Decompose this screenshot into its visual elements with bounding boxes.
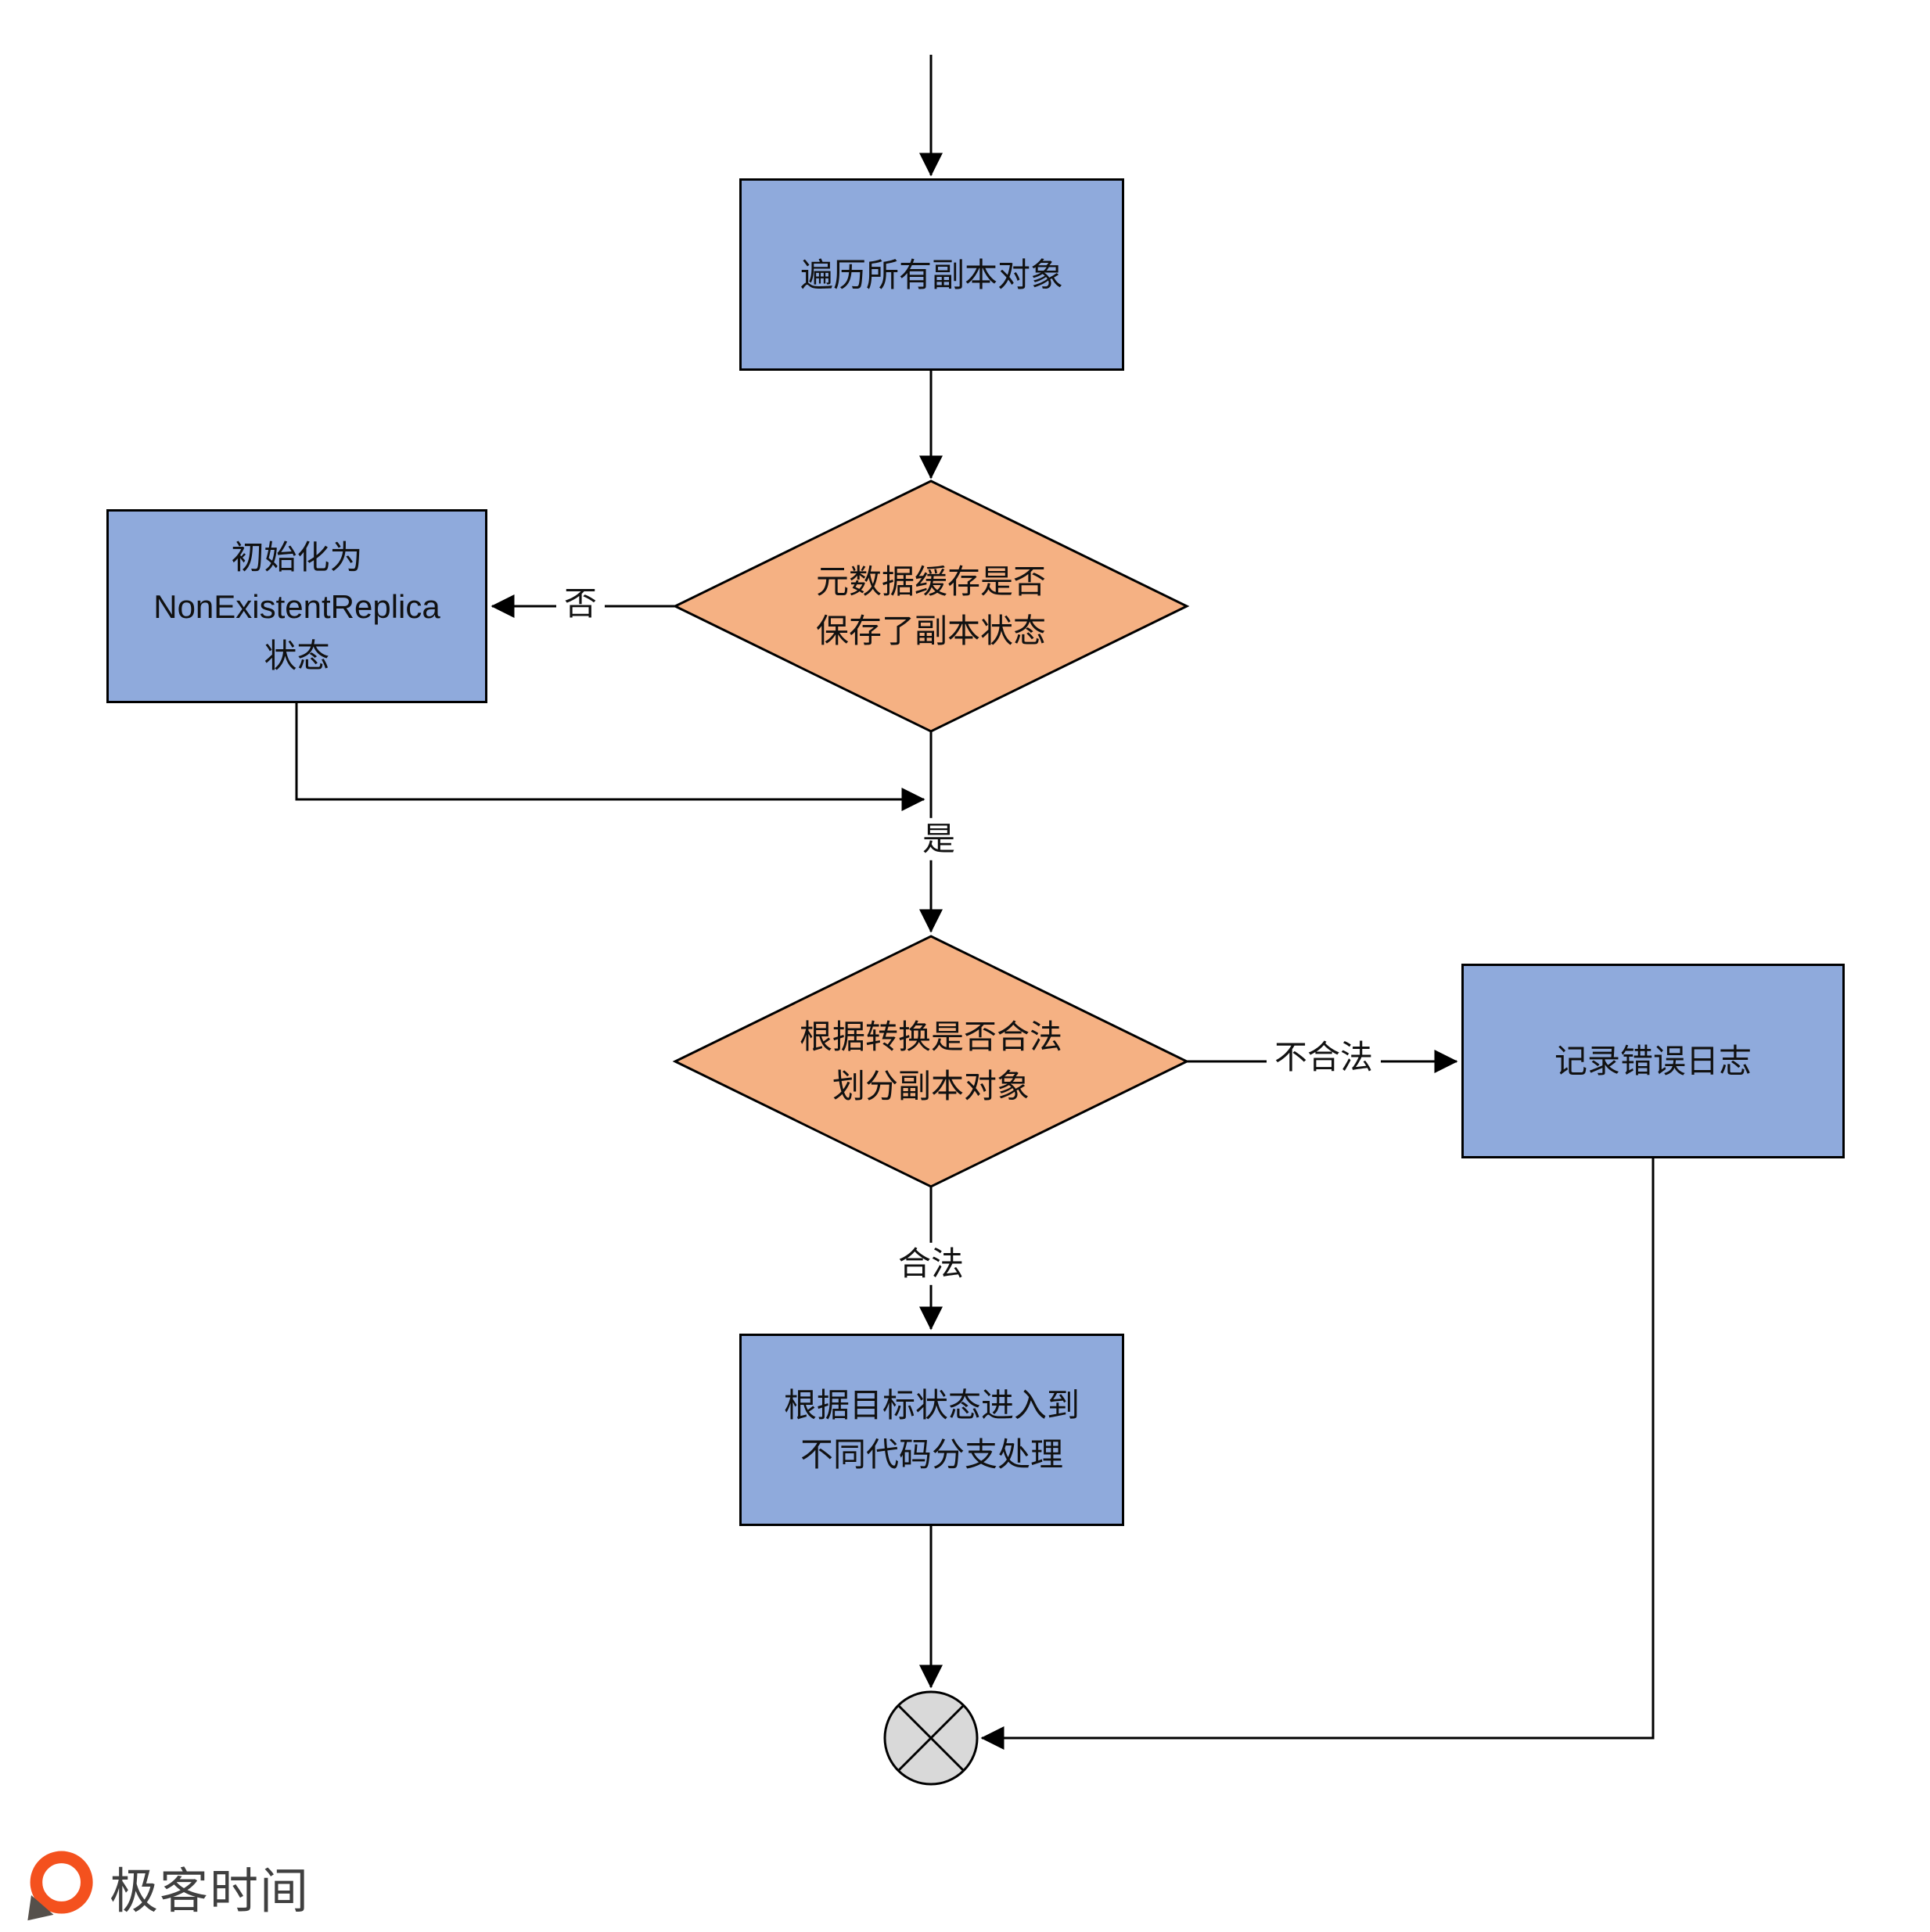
node-traverse-replicas: 遍历所有副本对象: [739, 178, 1124, 371]
node-traverse-replicas-label: 遍历所有副本对象: [800, 256, 1063, 293]
decision-transition-check-shape: [672, 935, 1190, 1188]
edge-error-log-to-end: [980, 1158, 1655, 1750]
edge-label-yes: 是: [914, 817, 964, 861]
edge-init-merge: [295, 703, 925, 811]
node-branch-handle-label: 根据目标状态进入到 不同代码分支处理: [783, 1387, 1080, 1473]
geektime-logo-icon: [27, 1851, 93, 1921]
node-branch-handle: 根据目标状态进入到 不同代码分支处理: [739, 1334, 1124, 1526]
edge-label-illegal: 不合法: [1266, 1036, 1382, 1079]
decision-cache-check-shape: [672, 479, 1190, 733]
node-error-log-label: 记录错误日志: [1554, 1043, 1752, 1079]
node-init-nonexistent-replica: 初始化为 NonExistentReplica 状态: [106, 509, 487, 703]
end-terminator-x-icon: [897, 1704, 965, 1772]
edge-label-legal: 合法: [890, 1242, 972, 1286]
node-init-nonexistent-replica-label: 初始化为 NonExistentReplica 状态: [153, 538, 440, 674]
geektime-logo-text: 极客时间: [110, 1865, 311, 1919]
node-error-log: 记录错误日志: [1461, 964, 1845, 1158]
edge-label-no: 否: [555, 582, 606, 626]
footer-brand: 极客时间: [22, 1851, 310, 1923]
